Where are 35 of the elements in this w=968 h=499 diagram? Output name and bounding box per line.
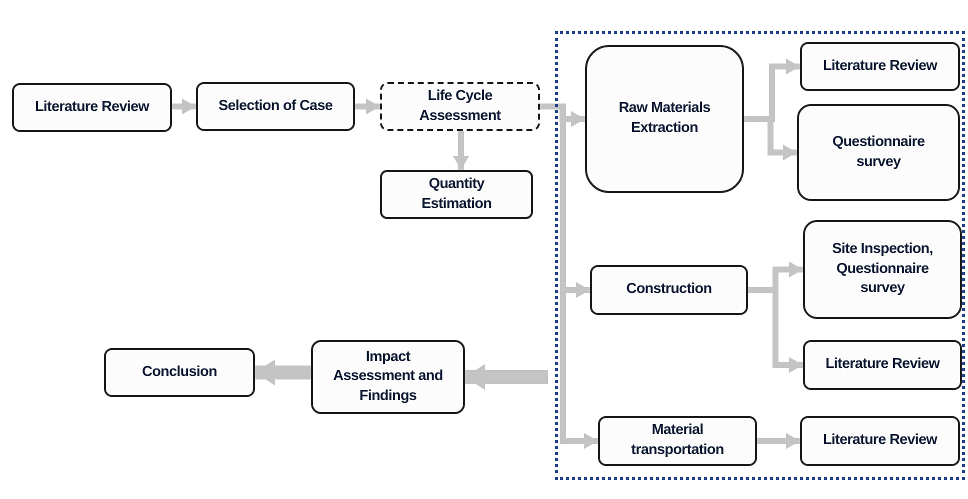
process-box bbox=[800, 416, 960, 466]
process-box bbox=[585, 45, 744, 193]
node-label: Impact Assessment and Findings bbox=[332, 348, 444, 406]
dotted-group-frame bbox=[555, 31, 965, 480]
process-box bbox=[196, 82, 355, 131]
process-box bbox=[12, 83, 172, 132]
node-label: Conclusion bbox=[141, 362, 218, 382]
process-box bbox=[803, 220, 962, 319]
process-box bbox=[311, 340, 465, 414]
arrow bbox=[255, 360, 311, 386]
node-label: Quantity Estimation bbox=[420, 174, 493, 214]
process-box bbox=[803, 340, 962, 390]
arrow bbox=[355, 98, 380, 114]
node-label: Life Cycle Assessment bbox=[418, 86, 502, 126]
node-label: Raw Materials Extraction bbox=[618, 99, 712, 138]
process-box bbox=[104, 348, 255, 397]
process-box bbox=[590, 265, 748, 315]
node-label: Site Inspection, Questionnaire survey bbox=[831, 240, 934, 298]
arrow bbox=[453, 131, 469, 170]
process-box bbox=[380, 170, 533, 219]
process-box bbox=[800, 42, 960, 91]
node-label: Literature Review bbox=[34, 98, 150, 117]
node-label: Literature Review bbox=[822, 56, 938, 76]
arrow bbox=[172, 98, 196, 114]
process-box bbox=[797, 104, 960, 201]
dashed-process-box bbox=[380, 82, 540, 131]
node-label: Literature Review bbox=[824, 355, 941, 374]
process-box bbox=[598, 416, 757, 466]
node-label: Selection of Case bbox=[217, 96, 334, 116]
node-label: Questionnaire survey bbox=[831, 132, 926, 172]
node-label: Construction bbox=[625, 280, 713, 300]
arrow bbox=[465, 364, 548, 390]
arrow bbox=[757, 433, 800, 449]
node-label: Material transportation bbox=[630, 421, 725, 460]
node-label: Literature Review bbox=[822, 431, 938, 450]
